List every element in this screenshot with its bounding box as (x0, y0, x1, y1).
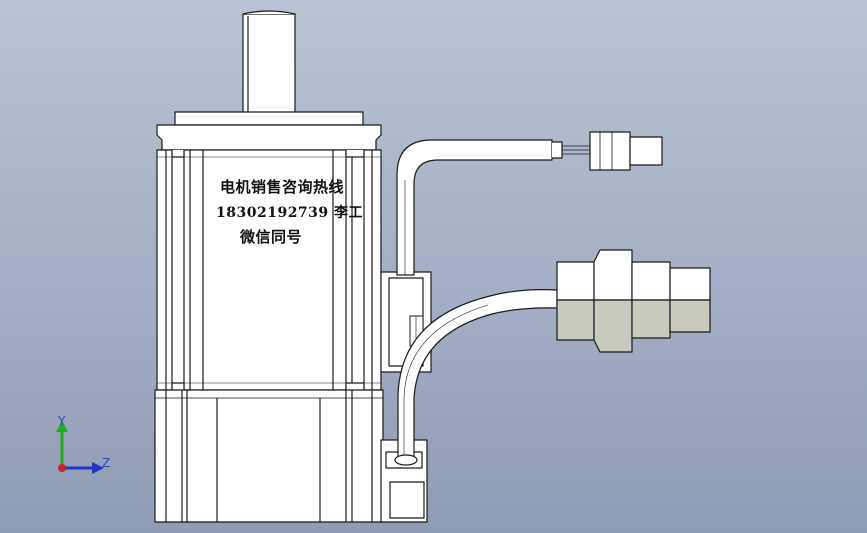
axis-y-label: Y (58, 414, 66, 428)
encoder-cable (396, 139, 590, 276)
wechat-note-label: 微信同号 (240, 228, 303, 246)
triad-axes-icon (56, 420, 104, 474)
sales-hotline-label: 电机销售咨询热线 (220, 178, 345, 196)
power-plug (556, 249, 711, 353)
coordinate-triad: Y Z (40, 410, 130, 480)
axis-z-label: Z (102, 456, 111, 470)
encoder-plug (589, 131, 663, 171)
motor-flange (156, 111, 382, 151)
phone-contact-label: 18302192739 李工 (216, 205, 364, 221)
encoder-housing (154, 389, 384, 523)
motor-shaft (242, 10, 296, 115)
